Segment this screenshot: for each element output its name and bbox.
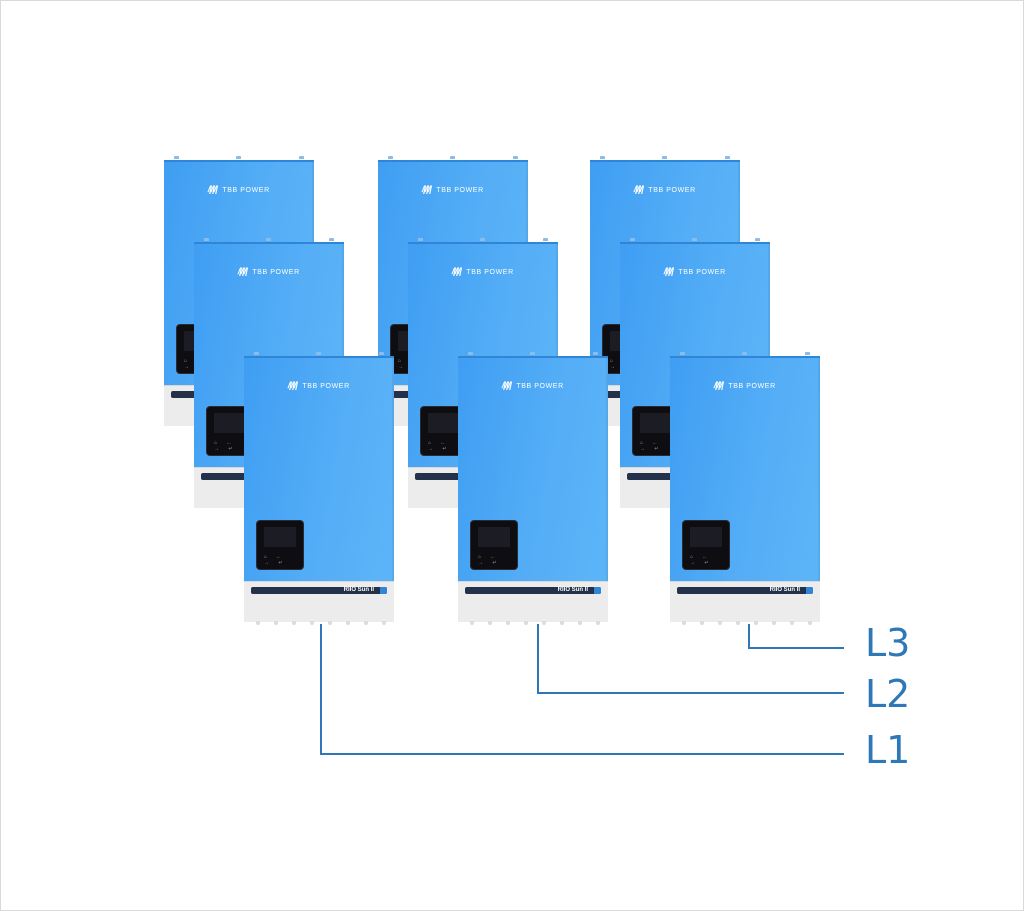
cable-glands [244, 621, 394, 625]
brand-logo: /|/|/|TBB POWER [713, 380, 776, 390]
inverter-housing: /|/|/|TBB POWER ⌂ ← → ↵ [458, 356, 608, 583]
wire-l1 [320, 624, 844, 755]
mounting-bolts [670, 352, 820, 356]
mounting-bolts [244, 352, 394, 356]
brand-logo: /|/|/|TBB POWER [207, 184, 270, 194]
mounting-bolts [194, 238, 344, 242]
wire-l3 [748, 624, 844, 649]
inverter-unit: /|/|/|TBB POWER ⌂ ← → ↵ RIIO Sun II [670, 352, 820, 625]
inverter-base: RIIO Sun II [670, 581, 820, 622]
mounting-bolts [378, 156, 528, 160]
inverter-base: RIIO Sun II [244, 581, 394, 622]
mounting-bolts [620, 238, 770, 242]
brand-logo: /|/|/|TBB POWER [663, 266, 726, 276]
model-bar: RIIO Sun II [465, 587, 601, 594]
inverter-base: RIIO Sun II [458, 581, 608, 622]
lcd-screen: ⌂ ← → ↵ [256, 520, 304, 570]
phase-label-l2: L2 [865, 672, 911, 716]
brand-logo: /|/|/|TBB POWER [421, 184, 484, 194]
lcd-screen: ⌂ ← → ↵ [682, 520, 730, 570]
inverter-unit: /|/|/|TBB POWER ⌂ ← → ↵ RIIO Sun II [244, 352, 394, 625]
mounting-bolts [590, 156, 740, 160]
brand-logo: /|/|/|TBB POWER [237, 266, 300, 276]
mounting-bolts [408, 238, 558, 242]
inverter-housing: /|/|/|TBB POWER ⌂ ← → ↵ [670, 356, 820, 583]
brand-logo: /|/|/|TBB POWER [287, 380, 350, 390]
model-bar: RIIO Sun II [677, 587, 813, 594]
phase-label-l3: L3 [865, 621, 911, 665]
brand-logo: /|/|/|TBB POWER [501, 380, 564, 390]
phase-label-l1: L1 [865, 728, 911, 772]
inverter-housing: /|/|/|TBB POWER ⌂ ← → ↵ [244, 356, 394, 583]
mounting-bolts [458, 352, 608, 356]
brand-logo: /|/|/|TBB POWER [633, 184, 696, 194]
cable-glands [458, 621, 608, 625]
mounting-bolts [164, 156, 314, 160]
cable-glands [670, 621, 820, 625]
brand-logo: /|/|/|TBB POWER [451, 266, 514, 276]
wire-l2 [537, 624, 844, 694]
lcd-screen: ⌂ ← → ↵ [470, 520, 518, 570]
model-bar: RIIO Sun II [251, 587, 387, 594]
inverter-unit: /|/|/|TBB POWER ⌂ ← → ↵ RIIO Sun II [458, 352, 608, 625]
